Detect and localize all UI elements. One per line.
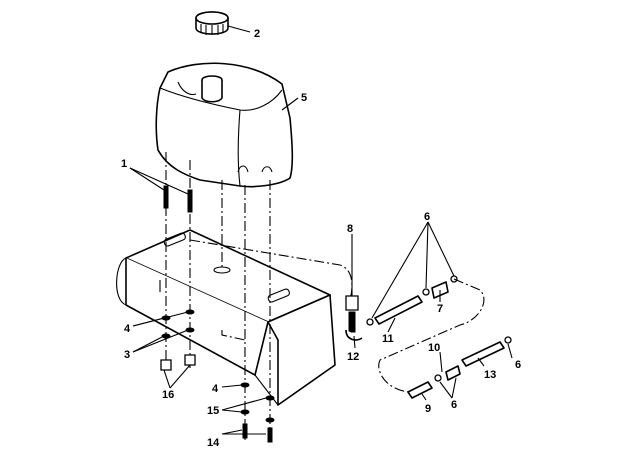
callout-10: 10	[428, 342, 440, 354]
callout-1: 1	[121, 158, 127, 170]
fuel-hose-lower	[407, 336, 512, 399]
callout-16: 16	[162, 389, 174, 401]
callout-12: 12	[347, 351, 359, 363]
callout-15: 15	[207, 405, 219, 417]
callout-14: 14	[207, 437, 220, 449]
leader-lines	[129, 25, 513, 435]
shutoff-valve	[345, 295, 363, 341]
callout-7: 7	[437, 303, 443, 315]
callout-6-right: 6	[515, 359, 521, 371]
callout-4-lower: 4	[212, 383, 219, 395]
callout-2: 2	[254, 28, 260, 40]
lower-hardware	[240, 382, 275, 443]
fuel-tank	[155, 62, 294, 188]
callout-3: 3	[124, 349, 130, 361]
callout-5: 5	[301, 92, 307, 104]
fuel-line-loop	[378, 278, 485, 393]
callout-6-mid: 6	[451, 399, 457, 411]
callout-4-left: 4	[124, 323, 131, 335]
callout-13: 13	[484, 369, 496, 381]
fuel-hose-upper	[366, 275, 458, 326]
fuel-cap	[195, 11, 229, 35]
callout-6-top: 6	[424, 211, 430, 223]
mounting-bracket	[116, 229, 336, 406]
callout-labels: 1 2 3 4 4 5 6 6 6 7 8 9 10 11 12 13 14 1…	[121, 28, 521, 449]
callout-8: 8	[347, 223, 353, 235]
callout-11: 11	[382, 333, 394, 345]
bolts	[163, 185, 193, 213]
callout-9: 9	[425, 403, 431, 415]
